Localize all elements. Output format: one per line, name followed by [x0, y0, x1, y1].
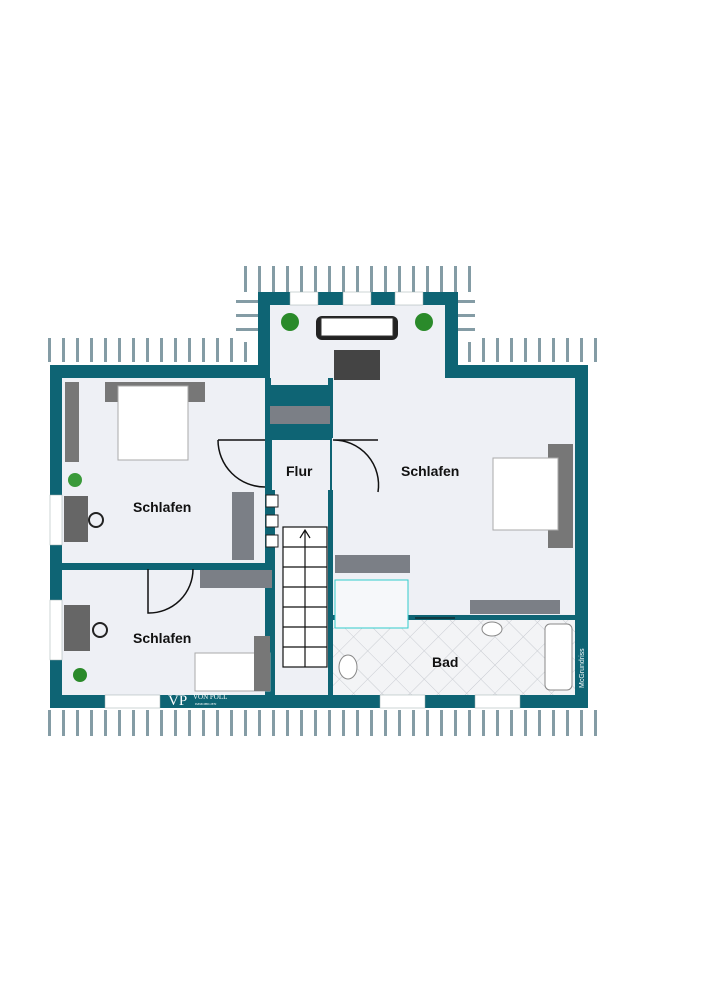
desk	[64, 605, 90, 651]
bed-right	[492, 457, 559, 531]
wardrobe	[270, 406, 330, 424]
sink	[481, 621, 503, 637]
coffee-table	[334, 350, 380, 380]
svg-text:IMMOBILIEN: IMMOBILIEN	[195, 702, 217, 706]
doors	[147, 439, 455, 619]
chair	[88, 512, 104, 528]
room-label-hallway: Flur	[286, 463, 313, 479]
furniture	[64, 313, 573, 692]
plant-icon	[415, 313, 433, 331]
wardrobe	[232, 492, 254, 560]
dresser	[470, 600, 560, 614]
svg-text:VON POLL: VON POLL	[193, 693, 227, 701]
plant-icon	[281, 313, 299, 331]
chair	[92, 622, 108, 638]
svg-text:VP: VP	[168, 693, 187, 709]
room-label-bedroom-bottom-left: Schlafen	[133, 630, 191, 646]
room-label-bedroom-top-left: Schlafen	[133, 499, 191, 515]
room-label-bedroom-right: Schlafen	[401, 463, 459, 479]
floor-bathroom	[332, 620, 575, 695]
desk	[64, 496, 88, 542]
windows	[49, 291, 521, 709]
room-label-bathroom: Bad	[432, 654, 458, 670]
bookshelf	[65, 382, 79, 462]
plant-icon	[73, 668, 87, 682]
watermark: McGrundriss	[579, 648, 586, 688]
walls	[50, 292, 588, 708]
bed-top-left	[117, 385, 189, 461]
bathtub	[544, 623, 573, 691]
shower	[334, 579, 409, 629]
von-poll-logo: VP VON POLL IMMOBILIEN	[168, 693, 227, 709]
staircase	[282, 526, 328, 668]
plant-icon	[68, 473, 82, 487]
toilet	[338, 654, 358, 680]
